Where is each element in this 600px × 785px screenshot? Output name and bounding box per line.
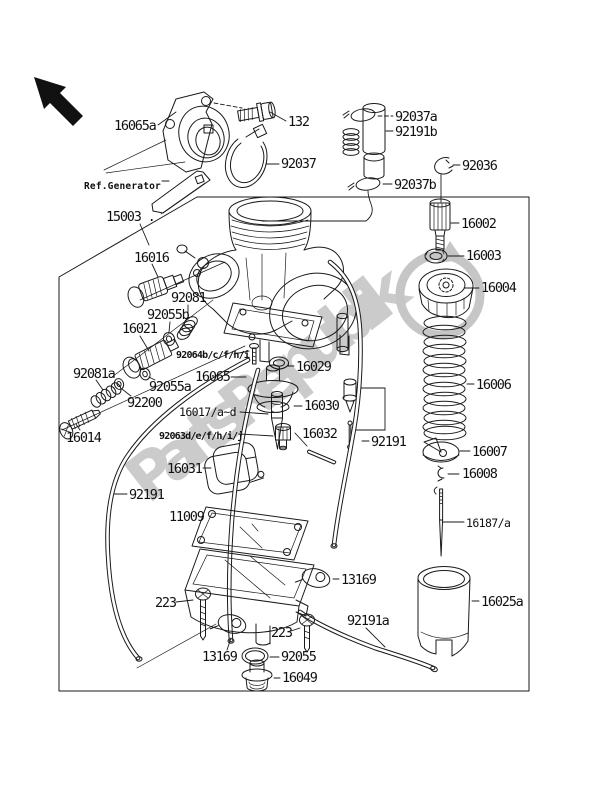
part-label-16065a-0: 16065a [114,118,156,134]
adjuster-16002 [429,198,451,251]
part-label-16021-15: 16021 [122,321,158,337]
drain-hose-92191a [297,609,438,673]
clip-92036 [434,157,454,175]
diagram-frame [58,196,530,692]
part-label-13169-40: 13169 [202,649,238,665]
part-label-16030-25: 16030 [304,398,340,414]
part-label-92064bcfhi-16: 92064b/c/f/h/i [176,349,250,361]
plunger-16016 [127,273,185,308]
part-label-223-39: 223 [271,625,293,641]
tube-group-92191b [342,103,386,191]
part-label-16007-29: 16007 [472,444,508,460]
bracket-16030 [355,387,386,431]
jet-92063 [275,423,291,451]
part-label-92081-13: 92081 [171,290,207,306]
part-label-92081a-19: 92081a [73,366,115,382]
part-label-92191b-3: 92191b [395,124,438,140]
part-label-16032-26: 16032 [302,426,337,442]
watermark-magnifier-handle [437,241,463,263]
nut-16003 [424,248,448,264]
seat-16007 [422,437,460,463]
rod-16032 [306,449,337,465]
part-label-16006-28: 16006 [476,377,512,393]
screw-92064 [249,343,259,365]
part-label-16029-17: 16029 [296,359,332,375]
fuel-hose-92191 [327,259,363,549]
washer-92055a [139,367,151,381]
bolt-132 [237,101,276,123]
watermark-magnifier-icon [395,250,485,340]
part-label-132-1: 132 [288,114,309,130]
spring-92081a [90,382,122,408]
axis-choke [139,261,226,301]
part-label-16031-31: 16031 [167,461,203,477]
nut-16029 [269,356,289,370]
part-label-16187a-34: 16187/a [466,516,510,530]
leader-lines [75,102,480,679]
part-label-15003-10: 15003 . [106,209,155,225]
part-label-11009-33: 11009 [169,509,205,525]
clamp-92037 [224,123,268,188]
part-label-92191-27: 92191 [371,434,407,450]
float-16031 [204,442,265,495]
overflow-hose-left [105,357,251,662]
needle-16017 [271,391,283,450]
part-label-16004-9: 16004 [481,280,517,296]
part-label-92191-32: 92191 [129,487,165,503]
part-label-92055b-14: 92055b [147,307,190,323]
part-label-92037b-6: 92037b [394,177,437,193]
plug-16049 [241,659,273,692]
bracket-13169-right [294,568,331,588]
screw-223-bottom [299,613,315,653]
part-label-16025a-37: 16025a [481,594,523,610]
part-label-16003-8: 16003 [466,248,502,264]
connector-cap-adjuster [261,190,373,222]
part-label-92055-41: 92055 [281,649,317,665]
part-label-16065-18: 16065 [195,369,231,385]
screw-16021 [122,338,180,379]
part-label-92036-5: 92036 [462,158,498,174]
part-label-92063defhij-24: 92063d/e/f/h/i/j [159,430,243,442]
part-label-16016-12: 16016 [134,250,170,266]
part-label-16014-23: 16014 [66,430,102,446]
screw-16014 [59,409,101,440]
jet-needle-16187 [433,486,444,557]
direction-arrow-icon [34,77,83,126]
part-label-13169-35: 13169 [341,572,377,588]
part-label-16002-7: 16002 [461,216,496,232]
part-label-16008-30: 16008 [462,466,498,482]
part-label-92191a-38: 92191a [347,613,389,629]
screw-223-left [195,587,211,641]
carburetor-body [176,196,357,363]
part-label-92200-21: 92200 [127,395,163,411]
part-label-223-36: 223 [155,595,177,611]
oring-92200 [113,378,125,390]
intake-flange-group [103,91,230,174]
cap-16004 [418,268,474,319]
slide-16025a [417,566,471,657]
ref-generator-plate [151,170,211,215]
part-label-16017ad-22: 16017/a~d [179,405,236,419]
holder-16065 [247,364,299,413]
oring-92055 [241,647,269,665]
float-bowl-11009 [184,506,315,646]
part-label-92037a-2: 92037a [395,109,437,125]
axis-idle-screw [61,345,246,431]
bracket-13169-bottom [209,614,247,634]
bracket-leader-line [136,623,217,669]
part-label-16049-42: 16049 [282,670,318,686]
spring-16006 [422,315,467,441]
part-label-refgenerator-11: Ref.Generator [84,181,161,192]
clip-16008 [437,465,445,482]
part-label-92037-4: 92037 [281,156,317,172]
part-label-92055a-20: 92055a [149,379,191,395]
